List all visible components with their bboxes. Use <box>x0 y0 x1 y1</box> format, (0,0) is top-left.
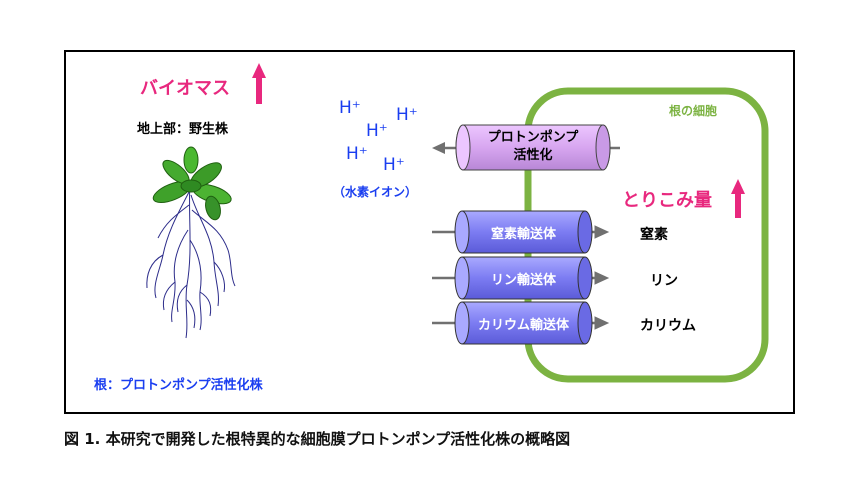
substance-potassium: カリウム <box>640 318 696 334</box>
proton-ion: H⁺ <box>383 155 405 175</box>
transporter-cylinder-nitrogen <box>454 210 593 254</box>
substance-phosphorus: リン <box>650 273 678 289</box>
transporter-cylinder-potassium <box>454 301 593 345</box>
uptake-up-arrow <box>731 179 745 218</box>
root-cell-label: 根の細胞 <box>669 104 718 118</box>
biomass-label: バイオマス <box>140 78 230 99</box>
proton-ion: H⁺ <box>346 144 368 164</box>
transporter-label-phosphorus: リン輸送体 <box>490 273 556 288</box>
root-system <box>146 181 236 339</box>
proton-pump-line2: 活性化 <box>513 148 553 163</box>
transporter-cylinder-phosphorus <box>454 256 593 300</box>
transporter-label-nitrogen: 窒素輸送体 <box>490 227 556 242</box>
substance-nitrogen: 窒素 <box>640 227 668 243</box>
proton-label: （水素イオン） <box>333 185 418 199</box>
proton-pump-line1: プロトンポンプ <box>487 130 579 145</box>
uptake-label: とりこみ量 <box>622 190 712 211</box>
root-label: 根：プロトンポンプ活性化株 <box>94 378 263 393</box>
proton-ion: H⁺ <box>339 98 361 118</box>
figure-frame <box>64 50 795 414</box>
proton-ion: H⁺ <box>366 121 388 141</box>
figure-caption: 図 1. 本研究で開発した根特異的な細胞膜プロトンポンプ活性化株の概略図 <box>64 430 571 448</box>
proton-ion: H⁺ <box>396 105 418 125</box>
transporter-label-potassium: カリウム輸送体 <box>477 318 569 333</box>
proton-pump-label: プロトンポンプ 活性化 <box>463 129 603 165</box>
biomass-up-arrow <box>252 63 266 104</box>
plant-illustration <box>146 146 236 339</box>
shoot-label: 地上部：野生株 <box>137 122 229 137</box>
shoot-leaves <box>152 146 232 221</box>
proton-pump-body <box>455 124 611 171</box>
